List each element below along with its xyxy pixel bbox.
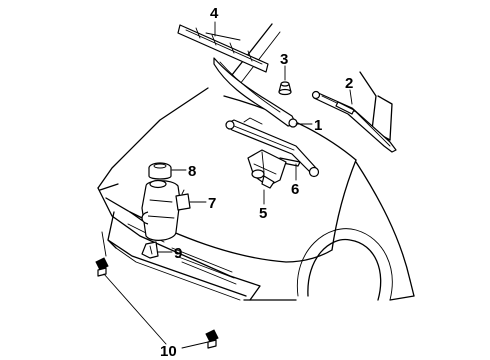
callout-10: 10 bbox=[160, 343, 177, 360]
wiper-motor bbox=[247, 149, 287, 189]
callout-7: 7 bbox=[208, 195, 216, 212]
callout-4: 4 bbox=[210, 5, 219, 22]
leader-lines bbox=[103, 21, 353, 349]
callout-8: 8 bbox=[188, 163, 196, 180]
callout-labels: 1 2 3 4 5 6 7 8 9 10 bbox=[160, 5, 353, 360]
washer-nozzles bbox=[95, 257, 219, 349]
wiper-arm-left bbox=[213, 57, 298, 128]
callout-1: 1 bbox=[314, 117, 322, 134]
reservoir-bracket bbox=[141, 241, 159, 259]
callout-5: 5 bbox=[259, 205, 267, 222]
callout-9: 9 bbox=[174, 245, 182, 262]
reservoir-cap bbox=[148, 162, 172, 180]
wiper-arm-right bbox=[311, 90, 397, 153]
washer-reservoir bbox=[141, 179, 191, 241]
callout-2: 2 bbox=[345, 75, 353, 92]
callout-3: 3 bbox=[280, 51, 288, 68]
pivot-cap bbox=[278, 81, 292, 96]
callout-6: 6 bbox=[291, 181, 299, 198]
wiper-blade-top bbox=[177, 24, 269, 73]
